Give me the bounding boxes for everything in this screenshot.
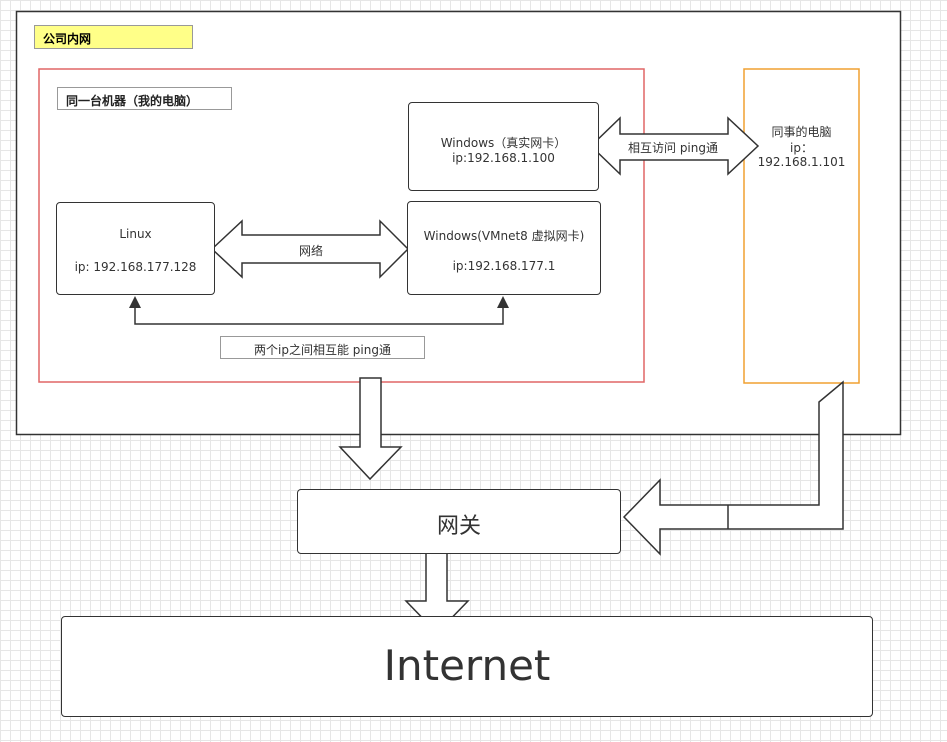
internet-label: Internet bbox=[383, 641, 551, 690]
company-network-label-box: 公司内网 bbox=[34, 25, 193, 49]
mutual-access-double-arrow bbox=[589, 116, 760, 176]
windows-vmnet8-node: Windows(VMnet8 虚拟网卡) ip:192.168.177.1 bbox=[407, 201, 601, 295]
company-network-label: 公司内网 bbox=[43, 32, 92, 46]
ping-connector-line bbox=[134, 300, 504, 325]
windows-vmnet8-ip: ip:192.168.177.1 bbox=[452, 259, 556, 273]
ping-label: 两个ip之间相互能 ping通 bbox=[254, 343, 391, 357]
windows-real-nic-name: Windows（真实网卡） bbox=[440, 136, 567, 150]
colleague-ip-label: ip： bbox=[790, 141, 813, 155]
linux-vm-ip: ip: 192.168.177.128 bbox=[74, 260, 197, 274]
windows-real-nic-node: Windows（真实网卡） ip:192.168.1.100 bbox=[408, 102, 599, 191]
windows-vmnet8-name: Windows(VMnet8 虚拟网卡) bbox=[423, 229, 585, 243]
gateway-node: 网关 bbox=[297, 489, 621, 554]
same-machine-label: 同一台机器（我的电脑） bbox=[66, 94, 199, 108]
colleague-computer-frame bbox=[743, 68, 860, 384]
network-arrow-label: 网络 bbox=[298, 244, 323, 258]
mutual-access-label: 相互访问 ping通 bbox=[628, 141, 718, 155]
linux-vm-name: Linux bbox=[119, 227, 152, 241]
down-arrow-to-gateway bbox=[338, 377, 403, 481]
gateway-label: 网关 bbox=[436, 514, 481, 539]
linux-vm-node: Linux ip: 192.168.177.128 bbox=[56, 202, 215, 295]
colleague-name: 同事的电脑 bbox=[771, 125, 832, 139]
internet-node: Internet bbox=[61, 616, 873, 717]
ping-arrowhead-vmnet8 bbox=[497, 296, 509, 308]
ping-label-box: 两个ip之间相互能 ping通 bbox=[220, 336, 425, 359]
colleague-to-gateway-arrow bbox=[622, 380, 844, 556]
same-machine-label-box: 同一台机器（我的电脑） bbox=[57, 87, 232, 110]
ping-arrowhead-linux bbox=[129, 296, 141, 308]
windows-real-nic-ip: ip:192.168.1.100 bbox=[452, 151, 555, 165]
colleague-ip: 192.168.1.101 bbox=[757, 155, 846, 169]
